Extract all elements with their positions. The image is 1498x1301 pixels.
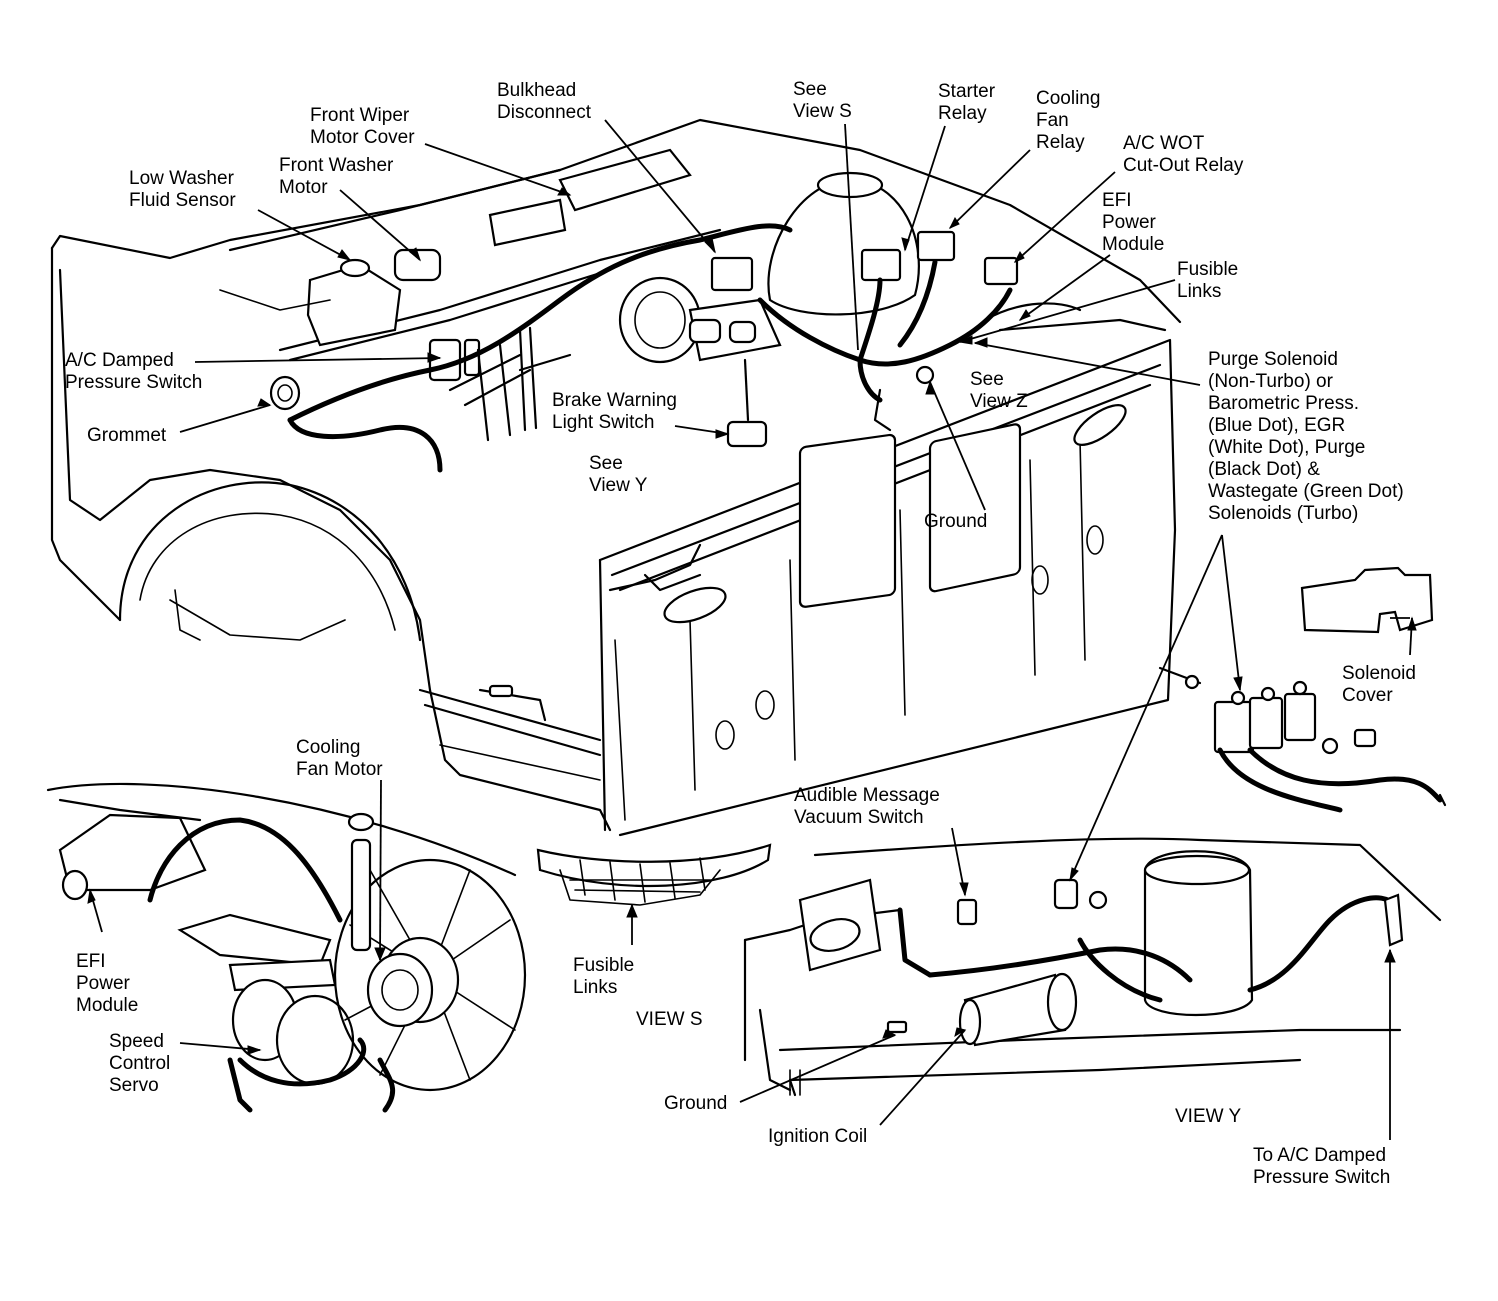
label-front-wiper-motor-cover: Front Wiper Motor Cover — [310, 105, 415, 149]
label-line: Ignition Coil — [768, 1126, 868, 1147]
label-cooling-fan-relay: Cooling Fan Relay — [1036, 88, 1100, 154]
label-ac-damped-pressure-switch: A/C Damped Pressure Switch — [65, 350, 202, 394]
label-line: Motor — [279, 177, 328, 198]
fusible-link-drawing — [536, 843, 772, 945]
purge-leader-a — [1221, 534, 1241, 691]
label-purge-solenoid: Purge Solenoid (Non-Turbo) or Barometric… — [1208, 349, 1404, 525]
label-cooling-fan-motor: Cooling Fan Motor — [296, 737, 383, 781]
solenoid-pack-drawing — [1158, 566, 1447, 813]
label-grommet: Grommet — [87, 425, 166, 447]
view-y-leader-lines — [739, 827, 1391, 1140]
label-line: (White Dot), Purge — [1208, 437, 1366, 458]
label-line: Fluid Sensor — [129, 190, 236, 211]
label-line: Module — [76, 995, 139, 1016]
label-line: Bulkhead — [497, 80, 577, 101]
label-line: Fusible — [1177, 259, 1239, 280]
label-line: View Z — [970, 391, 1028, 412]
label-line: Barometric Press. — [1208, 393, 1359, 414]
label-ground-main: Ground — [924, 511, 987, 533]
label-line: Cooling — [1036, 88, 1101, 109]
label-ground-y: Ground — [664, 1093, 727, 1115]
label-efi-power-module-s: EFI Power Module — [76, 951, 138, 1017]
label-line: See — [970, 369, 1004, 390]
label-to-ac-damped-pressure-switch: To A/C Damped Pressure Switch — [1253, 1145, 1390, 1189]
cooling-fan-drawing — [46, 782, 527, 1113]
label-line: See — [793, 79, 827, 100]
label-line: Pressure Switch — [1253, 1167, 1391, 1188]
label-line: Cut-Out Relay — [1123, 155, 1244, 176]
label-line: Light Switch — [552, 412, 655, 433]
label-line: Servo — [109, 1075, 159, 1096]
label-line: Ground — [664, 1093, 728, 1114]
label-line: Relay — [1036, 132, 1085, 153]
label-line: Front Wiper — [310, 105, 410, 126]
label-view-y: VIEW Y — [1175, 1106, 1242, 1127]
label-see-view-z: See View Z — [970, 369, 1028, 413]
label-line: Relay — [938, 103, 987, 124]
label-line: Purge Solenoid — [1208, 349, 1338, 370]
label-fusible-links-s: Fusible Links — [573, 955, 634, 999]
label-line: Starter — [938, 81, 996, 102]
label-line: Low Washer — [129, 168, 234, 189]
label-line: View S — [793, 101, 852, 122]
label-line: Power — [1102, 212, 1156, 233]
main-body-outline — [50, 118, 1182, 837]
main-leader-lines — [179, 119, 1201, 511]
label-line: Cover — [1342, 685, 1393, 706]
label-line: Motor Cover — [310, 127, 415, 148]
label-solenoid-cover: Solenoid Cover — [1342, 663, 1416, 707]
label-line: See — [589, 453, 623, 474]
label-efi-power-module-top: EFI Power Module — [1102, 190, 1164, 256]
label-line: (Non-Turbo) or — [1208, 371, 1333, 392]
label-line: Front Washer — [279, 155, 394, 176]
label-line: Pressure Switch — [65, 372, 203, 393]
ignition-coil-drawing — [743, 837, 1442, 1097]
label-line: Control — [109, 1053, 171, 1074]
label-fusible-links-top: Fusible Links — [1177, 259, 1238, 303]
label-line: View Y — [589, 475, 648, 496]
label-ignition-coil: Ignition Coil — [768, 1126, 867, 1148]
label-speed-control-servo: Speed Control Servo — [109, 1031, 170, 1097]
label-line: Fan Motor — [296, 759, 383, 780]
label-line: Grommet — [87, 425, 167, 446]
purge-leader-b — [1069, 534, 1223, 881]
label-line: Module — [1102, 234, 1165, 255]
label-line: Brake Warning — [552, 390, 677, 411]
label-line: Links — [573, 977, 618, 998]
label-line: Disconnect — [497, 102, 591, 123]
label-see-view-s-top: See View S — [793, 79, 852, 123]
label-line: EFI — [76, 951, 106, 972]
arrowheads — [87, 187, 1417, 1055]
label-see-view-y: See View Y — [589, 453, 647, 497]
label-line: Solenoid — [1342, 663, 1416, 684]
label-view-s: VIEW S — [636, 1009, 703, 1030]
label-line: Power — [76, 973, 130, 994]
label-line: Cooling — [296, 737, 361, 758]
label-line: Audible Message — [794, 785, 940, 806]
label-front-washer-motor: Front Washer Motor — [279, 155, 393, 199]
label-line: To A/C Damped — [1253, 1145, 1387, 1166]
label-line: Ground — [924, 511, 988, 532]
label-line: Fan — [1036, 110, 1069, 131]
label-ac-wot-cutout-relay: A/C WOT Cut-Out Relay — [1123, 133, 1243, 177]
label-line: Solenoids (Turbo) — [1208, 503, 1359, 524]
label-line: A/C Damped — [65, 350, 174, 371]
label-starter-relay: Starter Relay — [938, 81, 995, 125]
label-low-washer-fluid-sensor: Low Washer Fluid Sensor — [129, 168, 236, 212]
label-line: Wastegate (Green Dot) — [1208, 481, 1404, 502]
label-line: (Blue Dot), EGR — [1208, 415, 1346, 436]
label-line: EFI — [1102, 190, 1132, 211]
label-line: Fusible — [573, 955, 635, 976]
label-line: Links — [1177, 281, 1222, 302]
label-line: A/C WOT — [1123, 133, 1205, 154]
label-brake-warning-light-switch: Brake Warning Light Switch — [552, 390, 677, 434]
label-line: (Black Dot) & — [1208, 459, 1320, 480]
label-line: Vacuum Switch — [794, 807, 924, 828]
label-audible-message-vacuum-switch: Audible Message Vacuum Switch — [794, 785, 940, 829]
label-line: Speed — [109, 1031, 164, 1052]
label-bulkhead-disconnect: Bulkhead Disconnect — [497, 80, 591, 124]
